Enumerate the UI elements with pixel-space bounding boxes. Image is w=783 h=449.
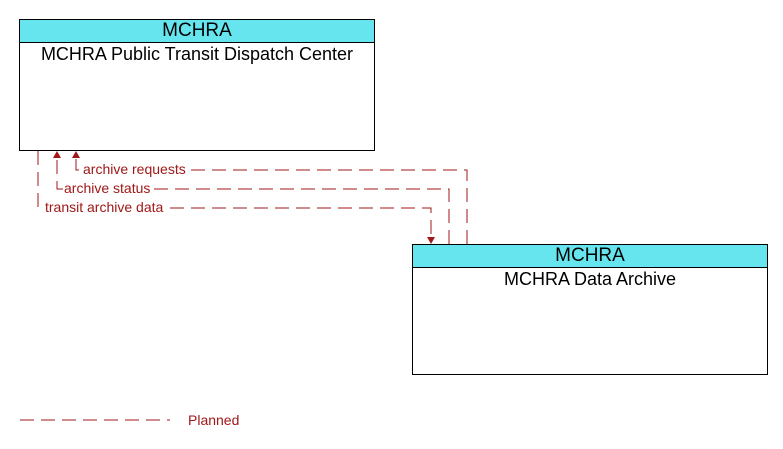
flow-label-archive-status: archive status bbox=[63, 180, 152, 196]
arrowhead-archive-status bbox=[53, 151, 61, 158]
flow-line-archive-requests bbox=[75, 156, 468, 244]
flow-line-archive-status bbox=[56, 156, 450, 244]
node-archive-title: MCHRA Data Archive bbox=[503, 269, 677, 289]
node-data-archive: MCHRA MCHRA Data Archive bbox=[412, 244, 768, 375]
legend-planned-label: Planned bbox=[188, 412, 240, 428]
flow-line-transit-archive-data bbox=[37, 151, 432, 238]
arrowhead-transit-archive-data bbox=[427, 237, 435, 244]
node-dispatch-header: MCHRA bbox=[20, 20, 374, 43]
arrowhead-archive-requests bbox=[72, 151, 80, 158]
flow-label-archive-requests: archive requests bbox=[82, 161, 187, 177]
node-dispatch-center: MCHRA MCHRA Public Transit Dispatch Cent… bbox=[19, 19, 375, 151]
node-archive-header: MCHRA bbox=[413, 245, 767, 268]
flow-label-transit-archive-data: transit archive data bbox=[44, 199, 165, 215]
node-dispatch-title: MCHRA Public Transit Dispatch Center bbox=[40, 44, 354, 64]
